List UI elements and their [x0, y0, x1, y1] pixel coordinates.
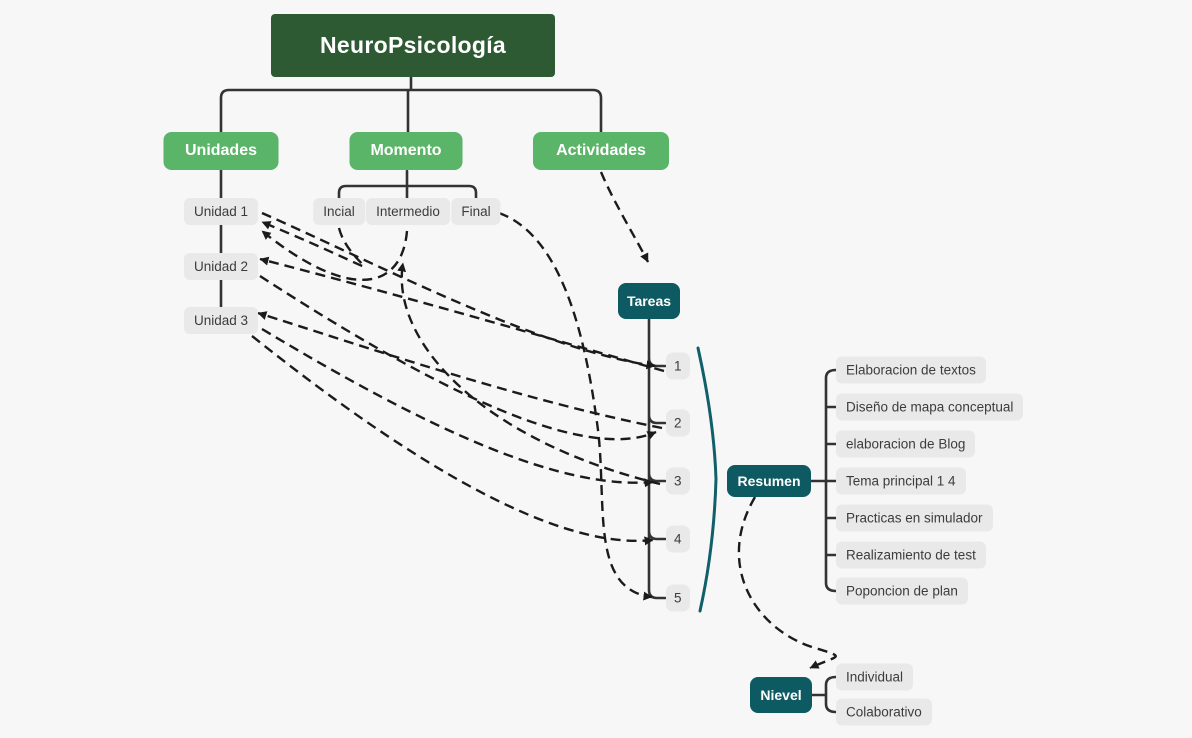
node-momento[interactable]: Momento — [349, 132, 463, 170]
node-resumen-item-elaboracion-textos[interactable]: Elaboracion de textos — [836, 356, 986, 384]
nievel-label: Nievel — [760, 687, 802, 703]
edge-unidad1-to-tarea1 — [261, 211, 656, 370]
node-final[interactable]: Final — [451, 198, 501, 225]
edge-tarea1-to-unidad2 — [259, 256, 665, 373]
nievel-item-label: Colaborativo — [846, 704, 922, 720]
resumen-item-label: Realizamiento de test — [846, 547, 976, 563]
node-resumen-item-blog[interactable]: elaboracion de Blog — [836, 430, 976, 458]
node-nievel[interactable]: Nievel — [750, 677, 812, 713]
edge-tarea2-to-unidad3 — [257, 311, 663, 430]
node-tarea-2[interactable]: 2 — [666, 409, 690, 437]
edge-unidad3-to-tarea4 — [251, 335, 654, 546]
node-tarea-3[interactable]: 3 — [666, 467, 690, 495]
momento-label: Momento — [370, 142, 442, 159]
edge-tarea3-to-intermedio — [397, 262, 661, 486]
resumen-item-label: elaboracion de Blog — [846, 436, 966, 452]
title-label: NeuroPsicología — [320, 32, 506, 58]
tareas-label: Tareas — [626, 293, 672, 309]
final-label: Final — [461, 204, 491, 219]
node-tareas[interactable]: Tareas — [618, 283, 680, 319]
edge-unidad2-to-tarea2 — [259, 274, 657, 441]
resumen-item-label: Poponcion de plan — [846, 583, 958, 599]
edge-incial-to-unidad1 — [261, 220, 366, 268]
node-resumen-item-tema-principal[interactable]: Tema principal 1 4 — [836, 467, 966, 495]
node-unidades[interactable]: Unidades — [163, 132, 279, 170]
edge-intermedio-to-unidad1 — [261, 230, 409, 281]
unidad-1-label: Unidad 1 — [193, 204, 249, 219]
node-unidad-2[interactable]: Unidad 2 — [183, 253, 259, 280]
node-unidad-3[interactable]: Unidad 3 — [183, 307, 259, 334]
edge-final-to-tarea5 — [498, 211, 653, 601]
unidad-3-label: Unidad 3 — [193, 313, 249, 328]
node-actividades[interactable]: Actividades — [533, 132, 669, 170]
node-incial[interactable]: Incial — [313, 198, 365, 225]
node-resumen-item-practicas-simulador[interactable]: Practicas en simulador — [836, 504, 993, 532]
node-unidad-1[interactable]: Unidad 1 — [183, 198, 259, 225]
node-intermedio[interactable]: Intermedio — [366, 198, 450, 225]
node-resumen-item-mapa-conceptual[interactable]: Diseño de mapa conceptual — [836, 393, 1024, 421]
resumen-label: Resumen — [737, 473, 801, 489]
resumen-item-label: Tema principal 1 4 — [846, 473, 956, 489]
tree-root-bar — [219, 75, 603, 134]
unidad-2-label: Unidad 2 — [193, 259, 249, 274]
node-tarea-4[interactable]: 4 — [666, 525, 690, 553]
node-tarea-5[interactable]: 5 — [666, 584, 690, 612]
tree-nievel-bracket — [810, 675, 838, 714]
node-tarea-1[interactable]: 1 — [666, 352, 690, 380]
actividades-label: Actividades — [556, 142, 646, 159]
edge-resumen-to-nievel — [737, 496, 837, 670]
node-resumen-item-realizamiento-test[interactable]: Realizamiento de test — [836, 541, 986, 569]
tree-tareas-spine — [647, 317, 667, 600]
tree-momento-bracket — [337, 169, 478, 200]
edge-unidad3-to-tarea3 — [261, 327, 654, 488]
node-resumen-item-poponcion-plan[interactable]: Poponcion de plan — [836, 577, 968, 605]
tarea-2-label: 2 — [674, 415, 682, 431]
tarea-4-label: 4 — [674, 531, 682, 547]
resumen-item-label: Diseño de mapa conceptual — [846, 399, 1014, 415]
tarea-5-label: 5 — [674, 590, 682, 606]
resumen-item-label: Practicas en simulador — [846, 510, 983, 526]
tree-resumen-bracket — [809, 368, 838, 593]
node-nievel-colaborativo[interactable]: Colaborativo — [836, 698, 932, 726]
node-nievel-individual[interactable]: Individual — [836, 663, 914, 691]
tareas-resumen-brace — [696, 346, 718, 613]
edge-actividades-to-tareas — [599, 171, 650, 263]
tarea-1-label: 1 — [674, 358, 682, 374]
node-title[interactable]: NeuroPsicología — [271, 14, 555, 77]
incial-label: Incial — [323, 204, 355, 219]
node-resumen[interactable]: Resumen — [727, 465, 811, 497]
intermedio-label: Intermedio — [376, 204, 440, 219]
nievel-item-label: Individual — [846, 669, 904, 685]
resumen-item-label: Elaboracion de textos — [846, 362, 976, 378]
unidades-label: Unidades — [184, 142, 257, 159]
tarea-3-label: 3 — [674, 473, 682, 489]
